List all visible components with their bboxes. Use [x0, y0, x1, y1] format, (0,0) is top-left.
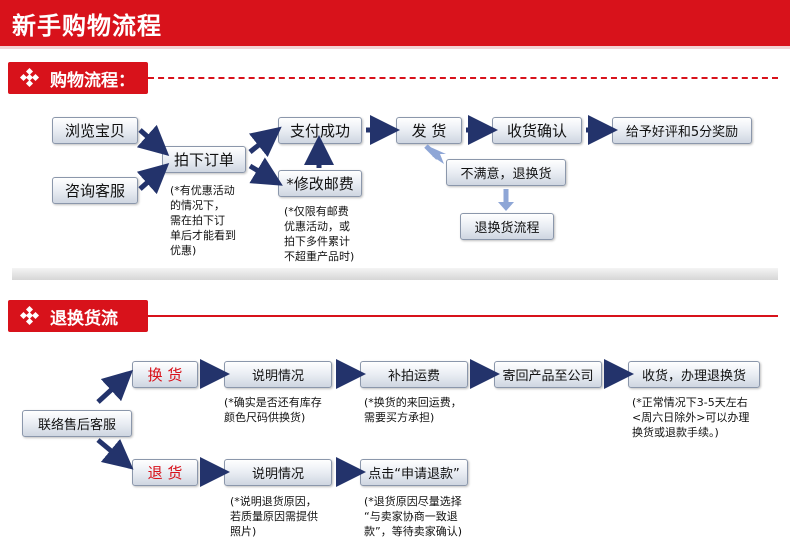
explain2-note: (*说明退货原因， 若质量原因需提供 照片): [230, 494, 318, 539]
ship-box: 发 货: [396, 117, 462, 144]
apply-box: 点击“申请退款”: [360, 459, 468, 486]
send-back-box: 寄回产品至公司: [494, 361, 602, 388]
arrow-contact-refund: [96, 438, 134, 470]
consult-box: 咨询客服: [52, 177, 138, 204]
explain2-box: 说明情况: [224, 459, 332, 486]
note-line: 颜色尺码供换货): [224, 411, 306, 424]
note-line: 单后才能看到: [170, 229, 236, 242]
note-line: (*仅限有邮费: [284, 205, 349, 218]
arrow-browse-order: [136, 124, 170, 156]
confirm-box: 收货确认: [492, 117, 582, 144]
section-title-return: 退换货流程：: [50, 309, 118, 354]
note-line: 换货或退款手续。): [632, 426, 719, 439]
note-line: (*正常情况下3-5天左右: [632, 396, 748, 409]
refund-box: 退 货: [132, 459, 198, 486]
note-line: 若质量原因需提供: [230, 510, 318, 523]
arrow-consult-order: [136, 163, 170, 195]
modify-note: (*仅限有邮费 优惠活动，或 拍下多件累计 不超重产品时): [284, 204, 354, 264]
return-flow-box: 退换货流程: [460, 213, 554, 240]
browse-box: 浏览宝贝: [52, 117, 138, 144]
note-line: <周六日除外>可以办理: [632, 411, 750, 424]
note-line: 优惠): [170, 244, 197, 257]
note-line: (*换货的来回运费，: [364, 396, 462, 409]
review-box: 给予好评和5分奖励: [612, 117, 752, 144]
note-line: 需在拍下订: [170, 214, 225, 227]
arrow-order-modify: [248, 157, 283, 186]
note-line: 拍下多件累计: [284, 235, 350, 248]
section-divider: [12, 268, 778, 280]
apply-note: (*退货原因尽量选择 “与卖家协商一致退 款”，等待卖家确认): [364, 494, 462, 539]
arrow-contact-exchange: [96, 369, 134, 404]
section-label-return: 退换货流程：: [8, 300, 148, 354]
reship-fee-note: (*换货的来回运费， 需要买方承担): [364, 395, 462, 425]
note-line: (*说明退货原因，: [230, 495, 317, 508]
note-line: 优惠活动，或: [284, 220, 350, 233]
arrow-order-pay: [248, 126, 282, 158]
explain1-note: (*确实是否还有库存 颜色尺码供换货): [224, 395, 322, 425]
note-line: (*退货原因尽量选择: [364, 495, 462, 508]
receive-note: (*正常情况下3-5天左右 <周六日除外>可以办理 换货或退款手续。): [632, 395, 749, 440]
note-line: 不超重产品时): [284, 250, 355, 263]
page-header: 新手购物流程: [0, 0, 790, 46]
unsatisfied-box: 不满意，退换货: [446, 159, 566, 186]
note-line: (*有优惠活动: [170, 184, 235, 197]
contact-box: 联络售后客服: [22, 410, 132, 437]
exchange-box: 换 货: [132, 361, 198, 388]
page-title: 新手购物流程: [12, 12, 162, 40]
section-line-shopping: [148, 77, 778, 79]
note-line: 需要买方承担): [364, 411, 435, 424]
section-label-shopping: 购物流程：: [8, 62, 148, 94]
explain1-box: 说明情况: [224, 361, 332, 388]
diamond-cluster-icon: [19, 68, 40, 88]
note-line: 款”，等待卖家确认): [364, 525, 462, 538]
order-note: (*有优惠活动 的情况下， 需在拍下订 单后才能看到 优惠): [170, 183, 236, 258]
arrow-ship-unsatisfied-stem: [424, 144, 440, 160]
diamond-cluster-icon: [19, 306, 40, 326]
header-underline: [0, 46, 790, 49]
arrow-unsatisfied-return-head: [498, 202, 514, 211]
note-line: 照片): [230, 525, 257, 538]
receive-box: 收货，办理退换货: [628, 361, 760, 388]
order-box: 拍下订单: [162, 146, 246, 173]
note-line: (*确实是否还有库存: [224, 396, 322, 409]
modify-box: *修改邮费: [278, 170, 362, 197]
note-line: 的情况下，: [170, 199, 225, 212]
reship-fee-box: 补拍运费: [360, 361, 468, 388]
note-line: “与卖家协商一致退: [364, 510, 458, 523]
section-line-return: [148, 315, 778, 317]
section-title-shopping: 购物流程：: [50, 71, 135, 91]
